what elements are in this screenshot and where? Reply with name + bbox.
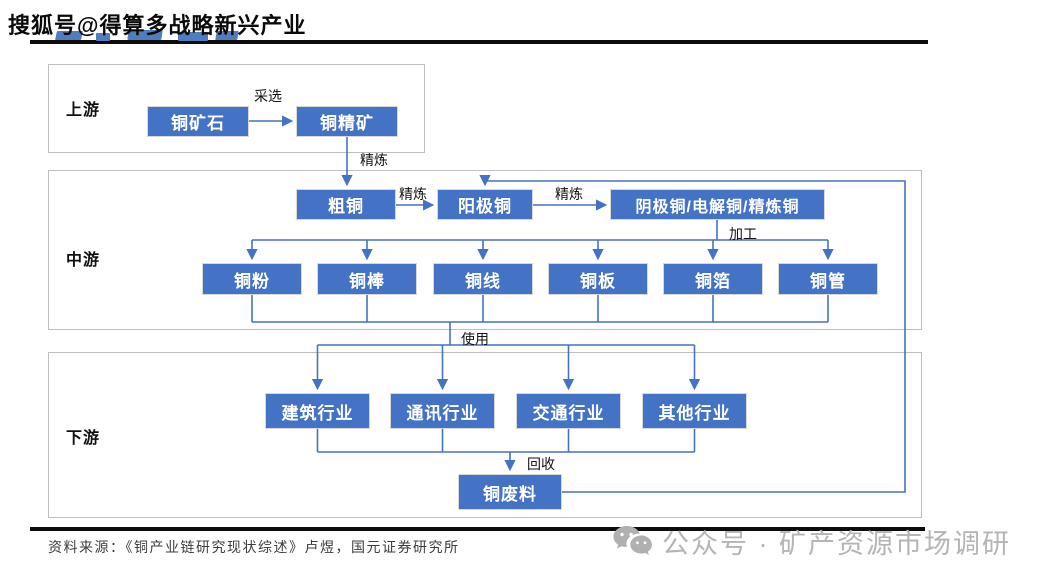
node-copper-plate: 铜板: [548, 263, 648, 295]
node-telecom-industry: 通讯行业: [390, 393, 495, 429]
node-anode-copper: 阳极铜: [437, 189, 533, 220]
wechat-watermark: 公众号 · 矿产资源市场调研: [612, 522, 1011, 561]
stage-label-downstream: 下游: [66, 430, 101, 447]
midstream-container: [48, 170, 922, 330]
node-other-industries: 其他行业: [642, 393, 747, 429]
node-cathode-copper: 阴极铜/电解铜/精炼铜: [610, 189, 825, 220]
wechat-watermark-text: 公众号 · 矿产资源市场调研: [662, 529, 1011, 559]
node-copper-scrap: 铜废料: [458, 474, 562, 510]
sohu-account-watermark: 搜狐号@得算多战略新兴产业: [8, 13, 307, 38]
edge-label-refining-3: 精炼: [555, 186, 583, 202]
node-copper-powder: 铜粉: [202, 263, 302, 295]
downstream-container: [48, 352, 922, 518]
edge-label-recycling: 回收: [527, 456, 555, 472]
top-divider-rule: [30, 40, 928, 44]
edge-label-refining-1: 精炼: [360, 152, 388, 168]
edge-label-mining-selection: 采选: [254, 88, 282, 104]
edge-label-refining-2: 精炼: [399, 186, 427, 202]
node-copper-tube: 铜管: [778, 263, 878, 295]
node-copper-concentrate: 铜精矿: [296, 106, 398, 137]
edge-label-processing: 加工: [729, 226, 757, 242]
source-citation: 资料来源：《铜产业链研究现状综述》卢煜，国元证券研究所: [48, 541, 460, 556]
node-transportation-industry: 交通行业: [516, 393, 621, 429]
upstream-container: [48, 64, 425, 153]
node-copper-rod: 铜棒: [317, 263, 417, 295]
wechat-icon: [613, 525, 652, 555]
node-copper-foil: 铜箔: [663, 263, 763, 295]
node-construction-industry: 建筑行业: [265, 393, 370, 429]
edge-label-usage: 使用: [461, 331, 489, 347]
obscured-blue-title-fragment: [178, 32, 208, 41]
node-blister-copper: 粗铜: [296, 189, 396, 220]
obscured-blue-title-fragment: [96, 33, 110, 41]
stage-label-midstream: 中游: [66, 252, 101, 269]
node-copper-ore: 铜矿石: [147, 106, 249, 137]
bottom-divider-rule: [30, 527, 925, 531]
stage-label-upstream: 上游: [66, 102, 101, 119]
node-copper-wire: 铜线: [433, 263, 533, 295]
